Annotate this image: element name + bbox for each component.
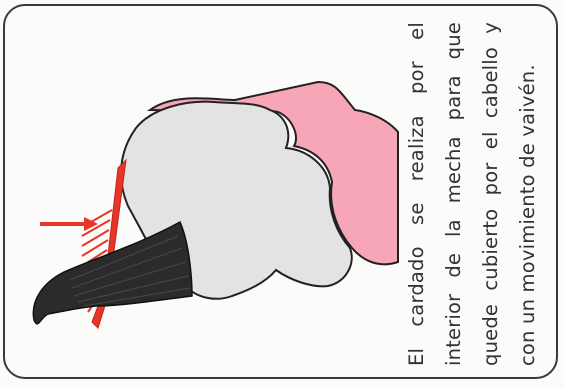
caption-line: quede cubierto por el cabello y — [479, 22, 502, 366]
hair-texture — [69, 235, 191, 307]
caption-line: El cardado se realiza por el — [405, 22, 428, 366]
caption-line: con un movimiento de vaivén. — [516, 64, 539, 366]
caption-line: interior de la mecha para que — [442, 22, 465, 366]
arrow-icon — [40, 217, 98, 231]
caption-text: El cardado se realiza por el interior de… — [398, 22, 552, 366]
figure-frame — [3, 4, 558, 379]
caption: El cardado se realiza por el interior de… — [398, 22, 552, 366]
